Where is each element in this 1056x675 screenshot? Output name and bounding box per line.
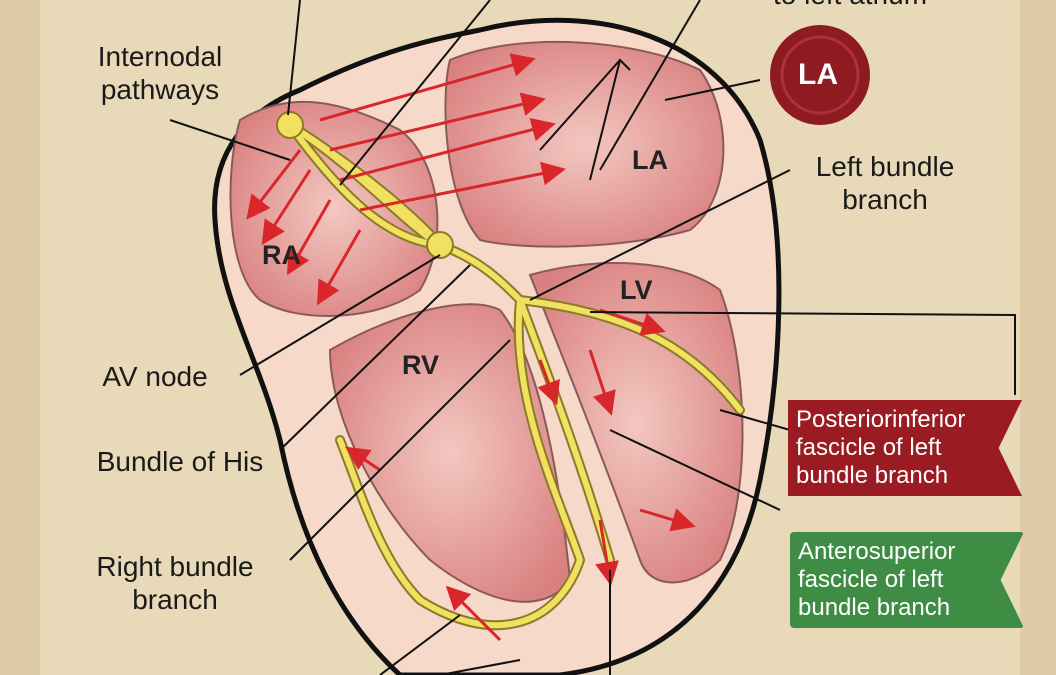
av-node — [426, 231, 454, 259]
internodal-pathways-label: Internodal pathways — [97, 41, 223, 105]
chamber-label-lv: LV — [620, 275, 653, 305]
chamber-label-rv: RV — [402, 350, 440, 380]
av-node-label: AV node — [102, 361, 208, 392]
sa-node — [276, 111, 304, 139]
to-left-atrium-label: to left atrium — [740, 0, 960, 11]
chamber-la — [444, 40, 725, 248]
right-bundle-branch-label: Right bundle branch — [96, 551, 254, 615]
impulse-arrows — [246, 53, 696, 642]
anterosuperior-fascicle-ribbon: Anterosuperior fascicle of left bundle b… — [790, 532, 1024, 628]
bundle-of-his-label: Bundle of His — [96, 446, 264, 477]
chamber-lv — [528, 262, 744, 584]
leader-lines — [169, 0, 1016, 675]
posteriorinferior-fascicle-ribbon: Posteriorinferior fascicle of left bundl… — [788, 400, 1022, 496]
seal-label: LA — [798, 58, 838, 91]
chamber-label-ra: RA — [262, 240, 301, 270]
la-wax-seal — [770, 25, 870, 125]
left-bundle-branch-label: Left bundle branch — [815, 151, 955, 215]
chamber-ra — [229, 100, 439, 318]
chamber-label-la: LA — [632, 145, 668, 175]
